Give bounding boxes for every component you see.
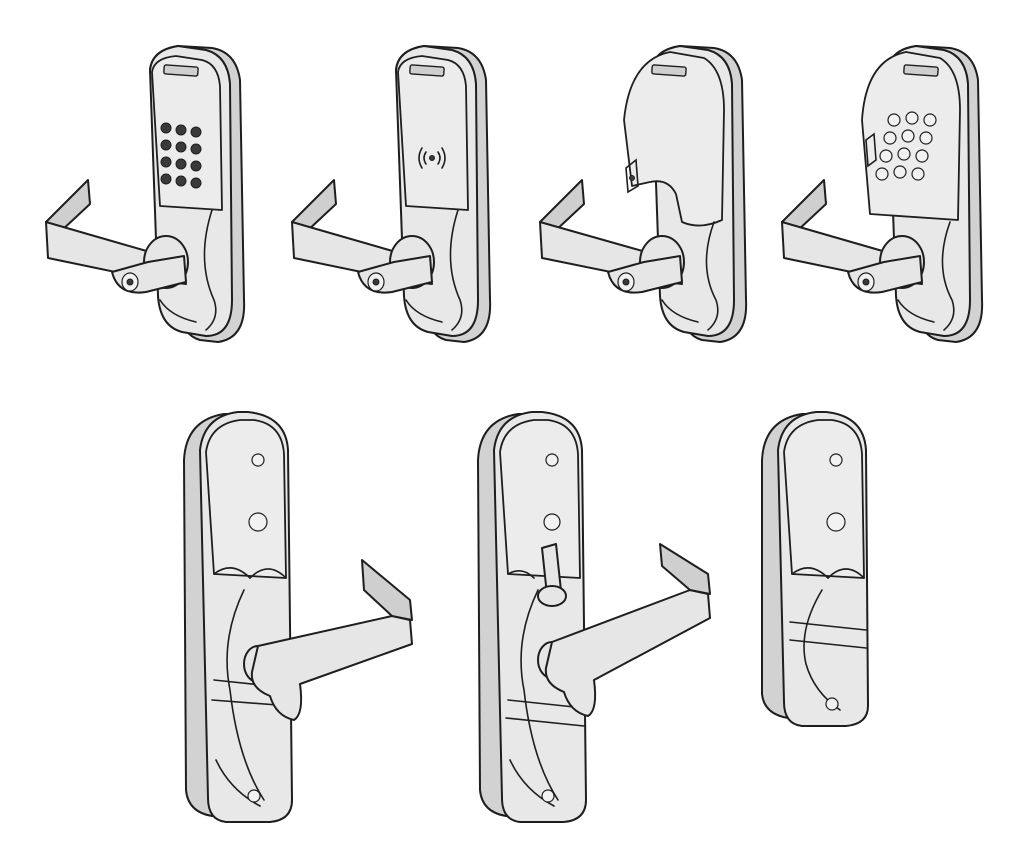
swipe-keypad-lever-lock: [781, 45, 984, 343]
exit-trim-lever-lock: [183, 411, 413, 823]
card-slot-icon: [625, 158, 639, 194]
exit-trim-no-lever: [761, 411, 869, 727]
exit-trim-thumbturn-lock: [477, 411, 711, 823]
proximity-lever-lock: [291, 45, 492, 343]
keypad-icon: [160, 122, 202, 189]
keypad-lever-lock: [45, 45, 246, 343]
thumbturn-icon: [537, 543, 567, 607]
key-cylinder-icon: [248, 512, 268, 532]
contactless-symbol-icon: [418, 147, 446, 169]
keypad-icon: [875, 111, 937, 181]
swipe-card-lever-lock: [539, 45, 748, 343]
key-cylinder-icon: [826, 512, 846, 532]
